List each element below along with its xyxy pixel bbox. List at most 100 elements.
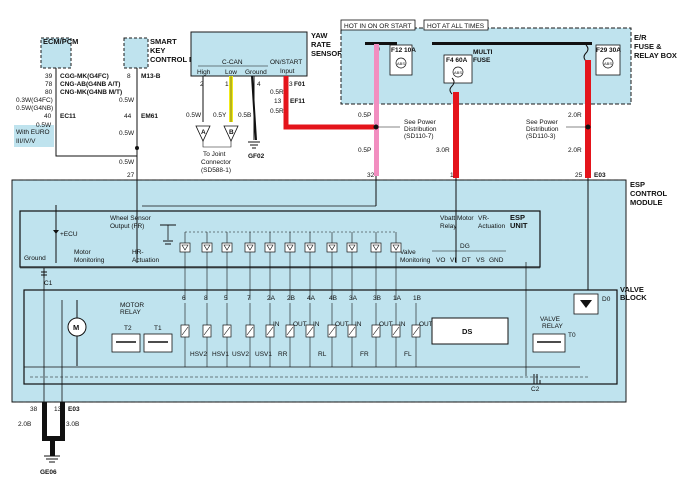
- wire-30b: 3.0B: [66, 421, 79, 428]
- dg-dt: DT: [462, 257, 471, 264]
- wire-05w: 0.5W(G4NB): [16, 105, 53, 112]
- hr-actuation-2: Actuation: [132, 257, 159, 264]
- valve-pin-label: 5: [224, 295, 228, 302]
- yaw-wire-05b: 0.5B: [238, 112, 251, 119]
- valve-pin-label: 4A: [307, 295, 316, 302]
- valve-name-label: HSV1: [212, 351, 229, 358]
- diode-4: [264, 232, 276, 300]
- multi-fuse-label-1: MULTI: [473, 49, 493, 56]
- with-euro-box: [14, 125, 54, 147]
- motor-relay-2: RELAY: [120, 309, 141, 316]
- fuse-f4-label: F4 60A: [446, 57, 468, 64]
- t1-label: T1: [154, 325, 162, 332]
- yaw-pin-4: 4: [257, 81, 261, 88]
- with-euro-text-1: With EURO: [16, 129, 50, 136]
- gf02-label: GF02: [248, 153, 265, 160]
- yaw-wire-05w: 0.5W: [186, 112, 202, 119]
- motor-m-label: M: [73, 323, 79, 332]
- see-power-1c: (SD110-7): [404, 133, 434, 140]
- connector-b-label: B: [229, 129, 234, 136]
- pin-8: 8: [127, 73, 131, 80]
- esp-control-module: [11, 179, 627, 403]
- dg-vs: VS: [476, 257, 485, 264]
- wire-05w-b: 0.5W: [36, 122, 52, 129]
- yaw-label-3: SENSOR: [311, 49, 343, 58]
- wheel-sensor-1: Wheel Sensor: [110, 215, 152, 222]
- pin-27: 27: [127, 172, 135, 179]
- esp-module-label-1: ESP: [630, 180, 645, 189]
- t2-label: T2: [124, 325, 132, 332]
- relay-t2: [111, 333, 141, 353]
- hot-in-on-start-tag: [340, 19, 416, 31]
- ccan-label: C-CAN: [222, 59, 243, 66]
- fuse-box-label-1: E/R: [634, 33, 647, 42]
- cng-ab: CNG-AB(G4NB A/T): [60, 81, 120, 88]
- fuse-f12-label: F12 10A: [391, 47, 416, 54]
- hr-actuation-1: HR-: [132, 249, 144, 256]
- valve-block-label-2: BLOCK: [620, 293, 647, 302]
- valve-name-label: FR: [360, 351, 369, 358]
- valve-name-label: RL: [318, 351, 327, 358]
- fuse-f29-label: F29 30A: [596, 47, 621, 54]
- diode-3: [244, 232, 256, 300]
- valve-relay-2: RELAY: [542, 323, 563, 330]
- pin-1: 1: [450, 172, 454, 179]
- pin-13: 13: [54, 406, 62, 413]
- pin-39: 39: [45, 73, 53, 80]
- wire-20r-a: 2.0R: [568, 112, 582, 119]
- wire-20b: 2.0B: [18, 421, 31, 428]
- ground-label: Ground: [245, 69, 267, 76]
- pin-40: 40: [44, 113, 52, 120]
- valve-solenoids: 6HSV28HSV15USV27USV12AINRR2BOUT4AINRL4BO…: [180, 295, 433, 367]
- pin-32: 32: [367, 172, 375, 179]
- c2-label: C2: [531, 386, 540, 393]
- valve-monitoring-2: Monitoring: [400, 257, 431, 264]
- diode-0: [179, 232, 191, 300]
- in-out-label: IN: [313, 321, 320, 328]
- see-power-2b: Distribution: [526, 126, 559, 133]
- ef11-label: EF11: [290, 98, 306, 105]
- esp-unit-box: [19, 210, 541, 268]
- see-power-1b: Distribution: [404, 126, 437, 133]
- skcm-wire-05w-3: 0.5W: [119, 159, 135, 166]
- skcm-wire-05w-2: 0.5W: [119, 130, 135, 137]
- yaw-label-1: YAW: [311, 31, 328, 40]
- valve-pin-label: 1B: [413, 295, 421, 302]
- yaw-pin-2: 2: [200, 81, 204, 88]
- yaw-pin-3: 3: [289, 81, 293, 88]
- d0-label: D0: [602, 296, 611, 303]
- valve-pin-label: 2B: [287, 295, 295, 302]
- yaw-wire-05y: 0.5Y: [213, 112, 227, 119]
- vr-actuation-1: VR-: [478, 215, 489, 222]
- see-power-2a: See Power: [526, 119, 559, 126]
- in-out-label: IN: [399, 321, 406, 328]
- connector-a-triangle: [195, 125, 211, 142]
- ge06-label: GE06: [40, 469, 57, 476]
- pin-44: 44: [124, 113, 132, 120]
- fuse-f29-icon: [602, 57, 614, 69]
- diode-9: [370, 232, 382, 300]
- pink-wire-05p-2: 0.5P: [358, 147, 371, 154]
- e03-bottom: E03: [68, 406, 80, 413]
- diode-row: [179, 231, 402, 300]
- smart-key-label-1: SMART: [150, 37, 177, 46]
- valve-name-label: USV2: [232, 351, 249, 358]
- cng-mk: CNG-MK(G4NB M/T): [60, 89, 122, 96]
- valve-pin-label: 2A: [267, 295, 276, 302]
- vbatt-label-2: Relay: [440, 223, 457, 230]
- valve-name-label: HSV2: [190, 351, 207, 358]
- motor-relay-1: MOTOR: [120, 302, 144, 309]
- svg-text:ABS: ABS: [397, 61, 405, 66]
- in-out-label: OUT: [379, 321, 393, 328]
- ds-label: DS: [462, 327, 472, 336]
- valve-name-label: FL: [404, 351, 412, 358]
- pin-78: 78: [45, 81, 53, 88]
- e03-label: E03: [594, 172, 606, 179]
